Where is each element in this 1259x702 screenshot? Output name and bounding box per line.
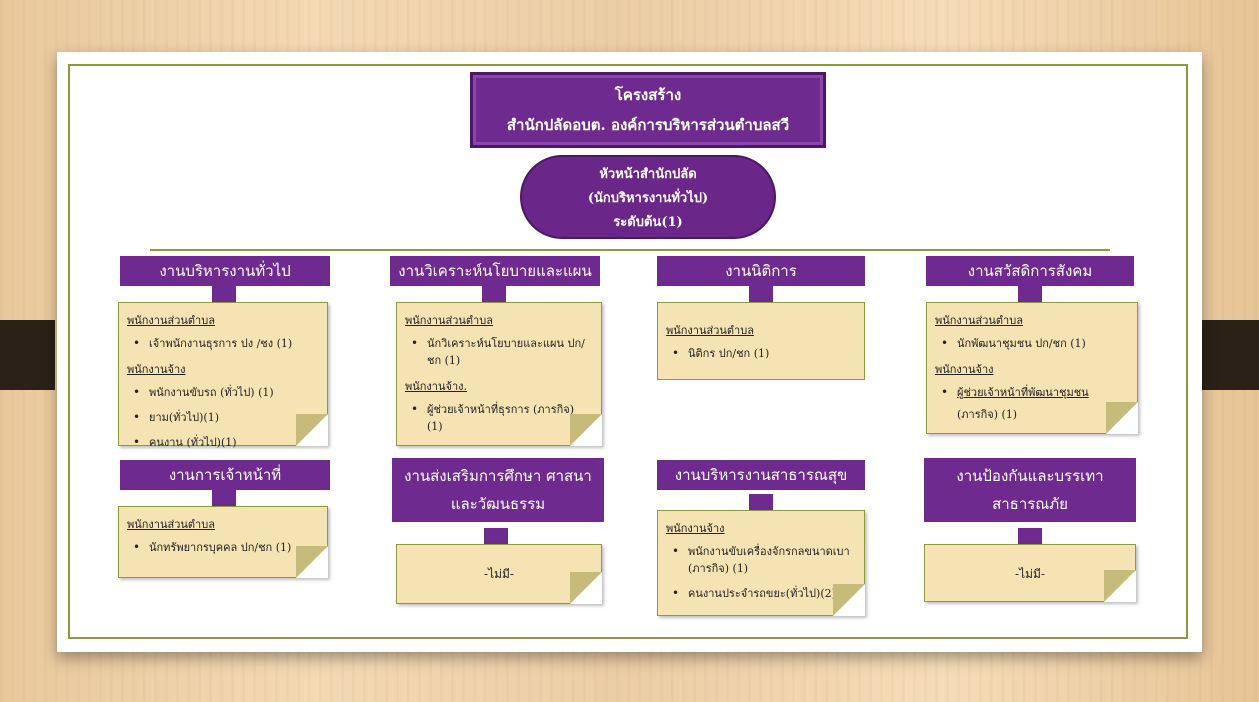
left-strap	[0, 320, 55, 390]
list-item: เจ้าพนักงานธุรการ ปง /ชง (1)	[127, 335, 319, 352]
list-item: พนักงานขับเครื่องจักรกลขนาดเบา (ภารกิจ) …	[666, 543, 856, 577]
list-item-cont: (ภารกิจ) (1)	[957, 408, 1018, 421]
section-heading: พนักงานจ้าง	[935, 363, 994, 376]
list-item: นิติกร ปก/ชก (1)	[666, 345, 856, 362]
dept-legal-label: งานนิติการ	[725, 262, 797, 280]
note-policy-analysis: พนักงานส่วนตำบล นักวิเคราะห์นโยบายและแผน…	[396, 302, 602, 446]
dept-legal: งานนิติการ	[657, 256, 865, 286]
page-curl-icon	[1106, 402, 1138, 434]
dept-education-culture: งานส่งเสริมการศึกษา ศาสนา และวัฒนธรรม	[392, 458, 604, 522]
note-disaster-prevention: -ไม่มี-	[924, 544, 1136, 602]
dept-general-admin: งานบริหารงานทั่วไป	[120, 256, 330, 286]
section-heading: พนักงานจ้าง	[127, 363, 186, 376]
none-text: -ไม่มี-	[1015, 567, 1045, 581]
dept-disaster-prevention: งานป้องกันและบรรเทา สาธารณภัย	[924, 458, 1136, 522]
note-public-health: พนักงานจ้าง พนักงานขับเครื่องจักรกลขนาดเ…	[657, 510, 865, 616]
page-curl-icon	[570, 414, 602, 446]
chart-title: โครงสร้าง สำนักปลัดอบต. องค์การบริหารส่ว…	[470, 72, 826, 148]
dept-general-admin-label: งานบริหารงานทั่วไป	[159, 262, 291, 280]
dept-education-culture-label-1: งานส่งเสริมการศึกษา ศาสนา	[404, 467, 592, 485]
list-item: ยาม(ทั่วไป)(1)	[127, 409, 319, 426]
section-heading: พนักงานส่วนตำบล	[127, 518, 215, 531]
page-curl-icon	[296, 414, 328, 446]
dept-social-welfare: งานสวัสดิการสังคม	[926, 256, 1134, 286]
head-line3: ระดับต้น(1)	[613, 214, 683, 230]
chart-title-line2: สำนักปลัดอบต. องค์การบริหารส่วนตำบลสวี	[506, 116, 790, 134]
connector-line	[150, 249, 1110, 251]
list-item: พนักงานขับรถ (ทั่วไป) (1)	[127, 384, 319, 401]
head-line1: หัวหน้าสำนักปลัด	[599, 166, 697, 182]
note-education-culture: -ไม่มี-	[396, 544, 602, 604]
list-item: นักวิเคราะห์นโยบายและแผน ปก/ชก (1)	[405, 335, 593, 369]
page-curl-icon	[570, 572, 602, 604]
note-legal: พนักงานส่วนตำบล นิติกร ปก/ชก (1)	[657, 302, 865, 380]
dept-personnel: งานการเจ้าหน้าที่	[120, 460, 330, 490]
page-curl-icon	[296, 546, 328, 578]
dept-social-welfare-label: งานสวัสดิการสังคม	[967, 262, 1093, 280]
section-heading: พนักงานส่วนตำบล	[405, 314, 493, 327]
chart-title-line1: โครงสร้าง	[614, 86, 682, 104]
note-personnel: พนักงานส่วนตำบล นักทรัพยากรบุคคล ปก/ชก (…	[118, 506, 328, 578]
dept-policy-analysis-label: งานวิเคราะห์นโยบายและแผน	[398, 262, 592, 280]
note-social-welfare: พนักงานส่วนตำบล นักพัฒนาชุมชน ปก/ชก (1) …	[926, 302, 1138, 434]
list-item: ผู้ช่วยเจ้าหน้าที่พัฒนาชุมชน	[935, 384, 1129, 401]
section-heading: พนักงานส่วนตำบล	[935, 314, 1023, 327]
head-line2: (นักบริหารงานทั่วไป)	[587, 190, 709, 206]
section-heading: พนักงานจ้าง	[666, 522, 725, 535]
list-item: คนงาน (ทั่วไป)(1)	[127, 434, 319, 451]
none-text: -ไม่มี-	[484, 567, 514, 581]
page-curl-icon	[1104, 570, 1136, 602]
list-item: นักทรัพยากรบุคคล ปก/ชก (1)	[127, 539, 319, 556]
dept-disaster-prevention-label-2: สาธารณภัย	[992, 495, 1068, 513]
list-item: ผู้ช่วยเจ้าหน้าที่ธุรการ (ภารกิจ) (1)	[405, 401, 593, 435]
note-general-admin: พนักงานส่วนตำบล เจ้าพนักงานธุรการ ปง /ชง…	[118, 302, 328, 451]
section-heading: พนักงานส่วนตำบล	[666, 324, 754, 337]
list-item: คนงานประจำรถขยะ(ทั่วไป)(2)	[666, 585, 856, 602]
slide-frame	[68, 64, 1188, 639]
section-heading: พนักงานจ้าง.	[405, 380, 467, 393]
list-item-text: ผู้ช่วยเจ้าหน้าที่พัฒนาชุมชน	[957, 386, 1089, 399]
page-curl-icon	[833, 584, 865, 616]
section-heading: พนักงานส่วนตำบล	[127, 314, 215, 327]
dept-public-health-label: งานบริหารงานสาธารณสุข	[674, 466, 848, 484]
dept-policy-analysis: งานวิเคราะห์นโยบายและแผน	[390, 256, 600, 286]
head-office-node: หัวหน้าสำนักปลัด (นักบริหารงานทั่วไป) ระ…	[520, 155, 776, 239]
dept-public-health: งานบริหารงานสาธารณสุข	[657, 460, 865, 490]
dept-disaster-prevention-label-1: งานป้องกันและบรรเทา	[956, 467, 1104, 485]
list-item: นักพัฒนาชุมชน ปก/ชก (1)	[935, 335, 1129, 352]
dept-education-culture-label-2: และวัฒนธรรม	[450, 495, 546, 513]
dept-personnel-label: งานการเจ้าหน้าที่	[168, 466, 282, 484]
